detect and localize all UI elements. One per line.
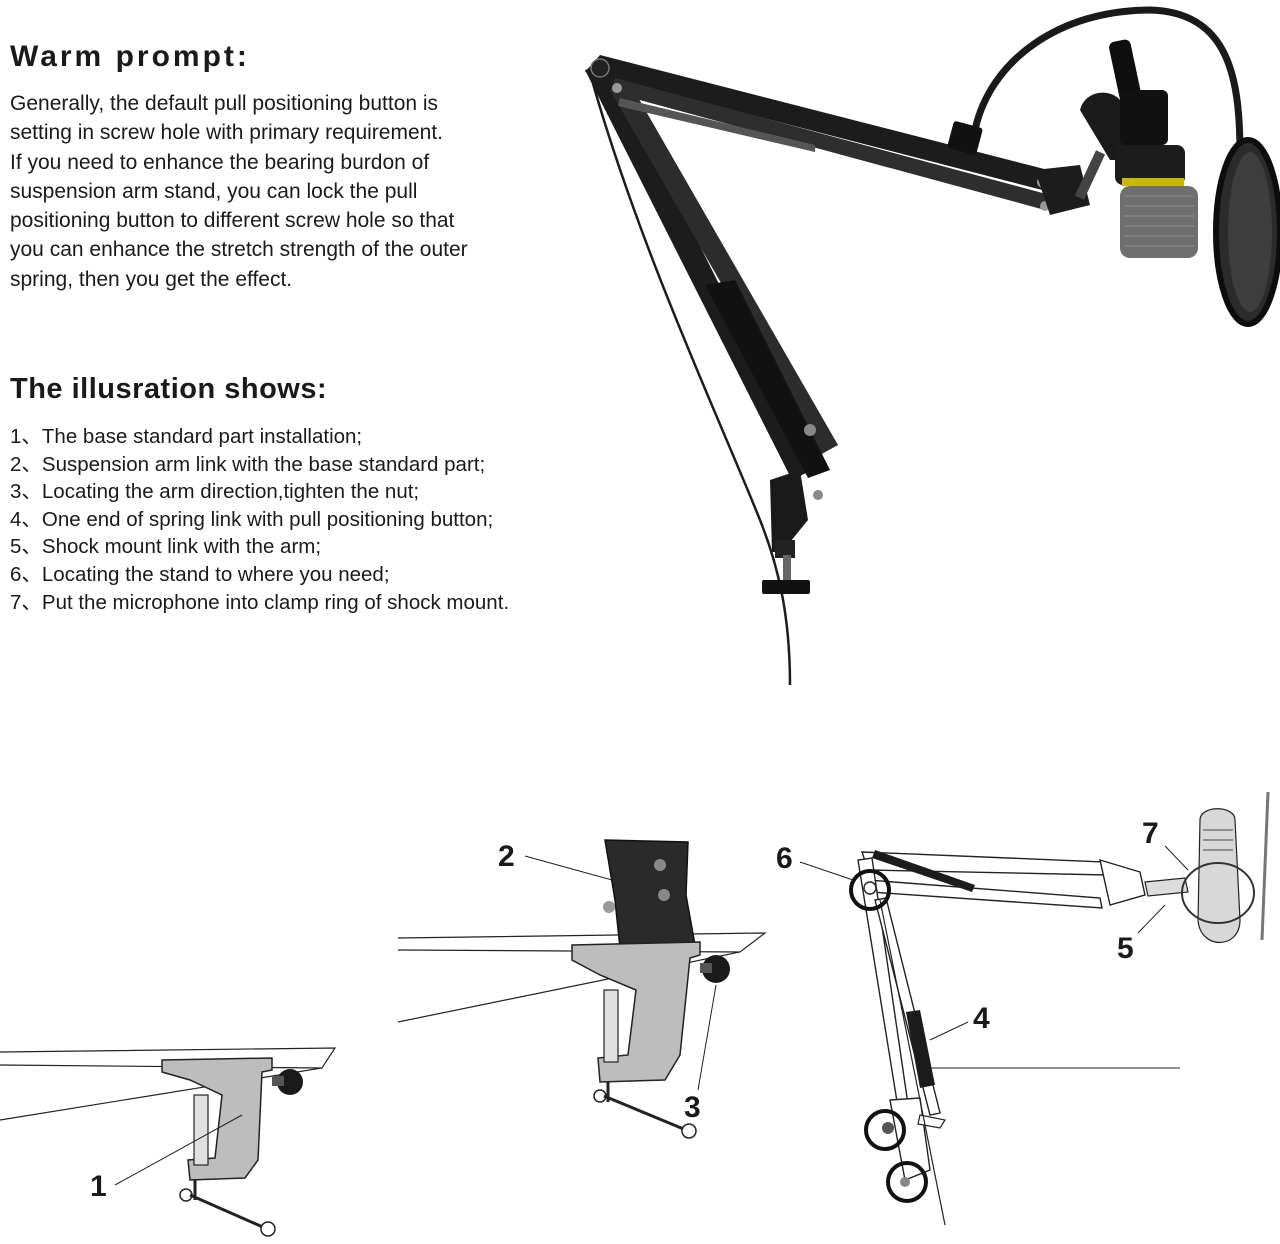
microphone [1109, 39, 1198, 258]
warm-prompt-line: spring, then you get the effect. [10, 267, 293, 291]
warm-prompt-line: If you need to enhance the bearing burdo… [10, 150, 430, 174]
step4to7-diagram: 6 7 5 4 [776, 791, 1270, 1226]
gooseneck [971, 6, 1244, 156]
base-swivel [770, 470, 808, 552]
knob-1 [277, 1069, 303, 1095]
step-item-1: 1、The base standard part installation; [10, 425, 363, 448]
highlight-joint-6 [849, 869, 891, 911]
line-upper-spring [872, 850, 975, 892]
line-shock-mount [1144, 877, 1189, 897]
warm-prompt-body: Generally, the default pull positioning … [10, 89, 550, 294]
step-item-3: 3、Locating the arm direction,tighten the… [10, 480, 420, 504]
highlight-base-pin [886, 1161, 928, 1203]
step-item-5: 5、Shock mount link with the arm; [10, 535, 322, 559]
upper-spring [618, 98, 815, 152]
knob-2 [702, 955, 730, 983]
warm-prompt-line: suspension arm stand, you can lock the p… [10, 179, 418, 203]
line-microphone [1197, 808, 1241, 943]
product-photo [585, 6, 1280, 686]
shock-mount [1080, 92, 1130, 160]
warm-prompt-line: you can enhance the stretch strength of … [10, 238, 468, 262]
warm-prompt-line: positioning button to different screw ho… [10, 209, 455, 233]
cable [590, 79, 792, 686]
callout-2: 2 [498, 840, 515, 873]
callout-6: 6 [776, 842, 793, 875]
highlight-base-knob [864, 1109, 906, 1151]
clamp-2 [571, 941, 701, 1083]
warm-prompt-title: Warm prompt: [10, 40, 250, 73]
callout-4: 4 [973, 1002, 990, 1035]
lower-spring [705, 280, 830, 478]
arm-base-2 [604, 839, 696, 949]
steps-list: 1、The base standard part installation; 2… [10, 423, 509, 616]
upper-arm [585, 55, 1056, 192]
step-item-7: 7、Put the microphone into clamp ring of … [10, 590, 510, 614]
warm-prompt-line: setting in screw hole with primary requi… [10, 121, 444, 145]
illustration-title: The illusration shows: [10, 373, 328, 405]
callout-5: 5 [1117, 932, 1134, 965]
callout-7: 7 [1142, 817, 1159, 850]
callout-3: 3 [684, 1091, 701, 1124]
step-item-2: 2、Suspension arm link with the base stan… [10, 452, 486, 476]
clamp-1 [161, 1057, 273, 1181]
step-item-4: 4、One end of spring link with pull posit… [10, 507, 494, 531]
line-cable [879, 899, 946, 1226]
line-lower-spring [906, 1010, 935, 1088]
warm-prompt-line: Generally, the default pull positioning … [10, 92, 439, 115]
callout-1: 1 [90, 1170, 107, 1203]
step23-diagram: 2 3 [397, 839, 767, 1139]
step1-diagram: 1 [0, 1047, 337, 1237]
step-item-6: 6、Locating the stand to where you need; [10, 562, 390, 586]
